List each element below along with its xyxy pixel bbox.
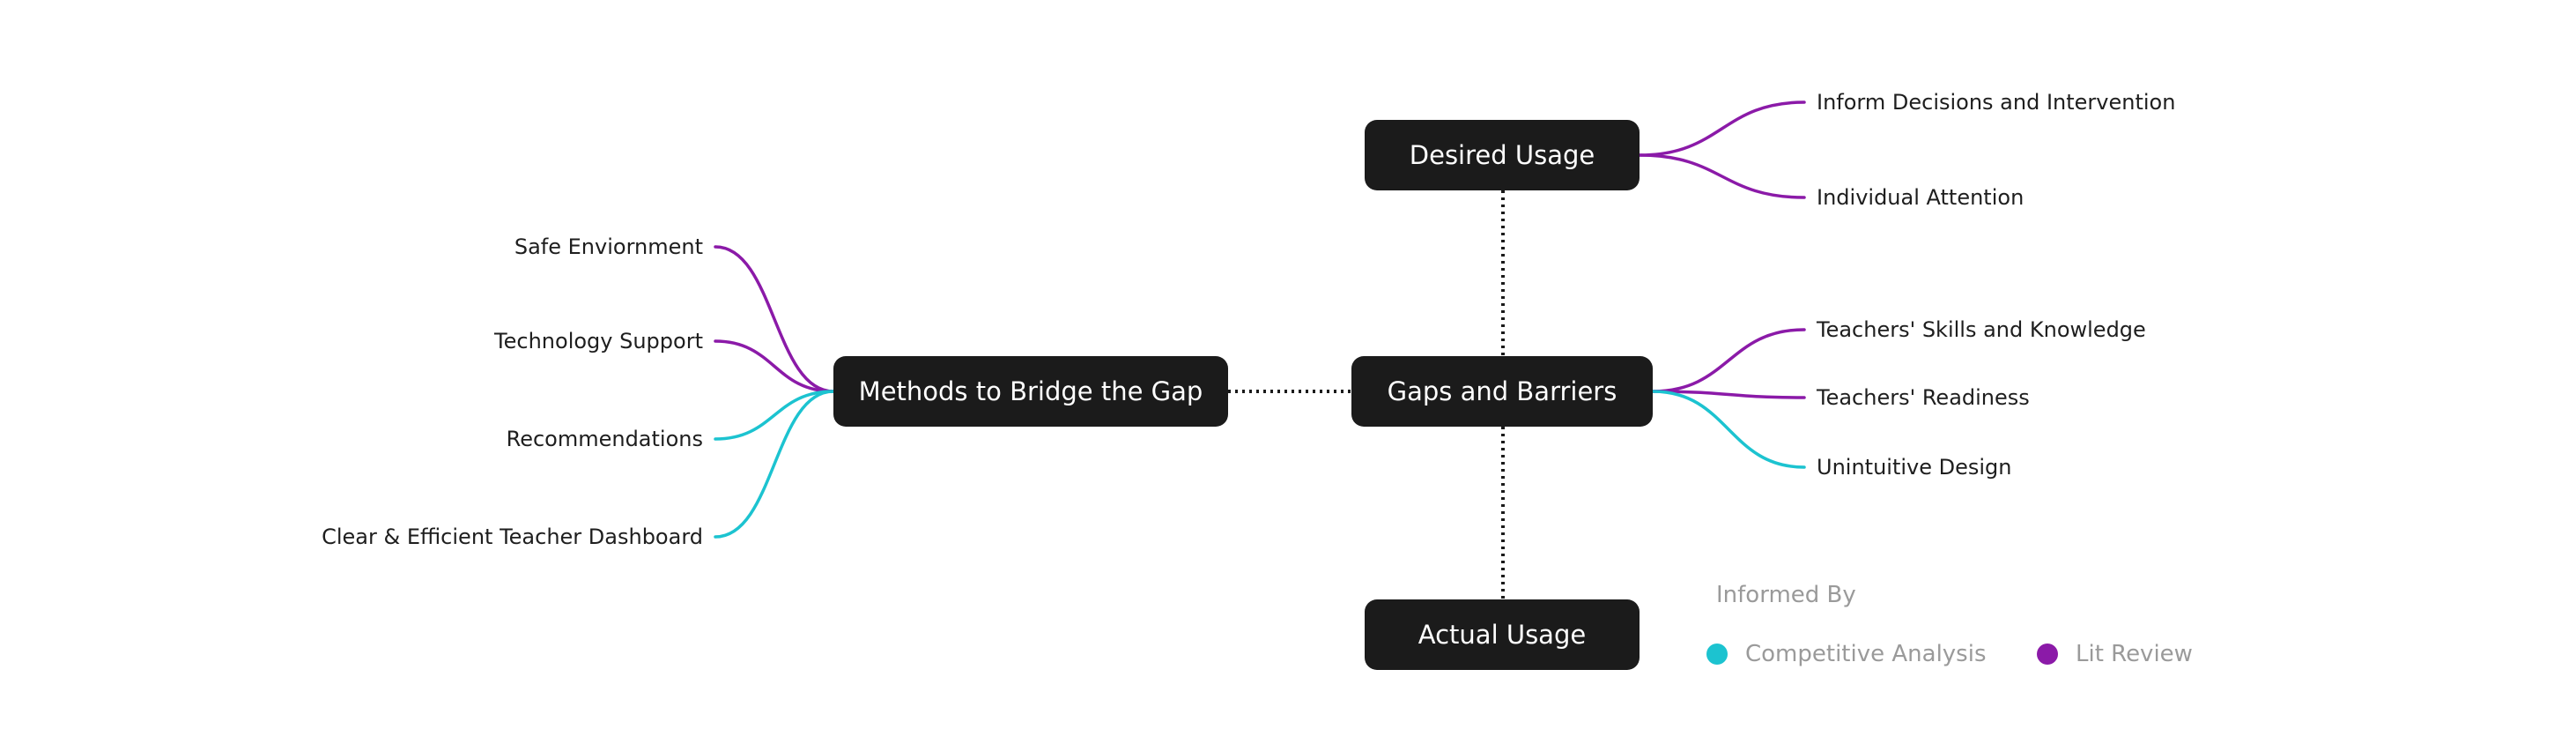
branch-curve-gaps-2 [1651, 390, 1806, 399]
connectors [1228, 190, 1505, 599]
branch-curves [714, 100, 1806, 539]
legend-label-competitive: Competitive Analysis [1745, 641, 1987, 667]
branch-curve-desired-2 [1638, 153, 1806, 199]
branch-curve-desired-1 [1638, 100, 1806, 157]
desired-branch-2[interactable]: Individual Attention [1817, 185, 2025, 210]
node-gaps-and-barriers[interactable]: Gaps and Barriers [1351, 356, 1653, 427]
branch-curve-methods-3 [714, 390, 835, 441]
node-gaps-and-barriers-label: Gaps and Barriers [1387, 376, 1617, 406]
gaps-branch-2[interactable]: Teachers' Readiness [1817, 385, 2030, 410]
branch-curve-methods-4 [714, 390, 835, 539]
node-desired-usage[interactable]: Desired Usage [1365, 120, 1640, 190]
methods-branch-3[interactable]: Recommendations [506, 427, 703, 451]
legend-item-competitive: Competitive Analysis [1706, 636, 1987, 672]
branch-curve-methods-2 [714, 339, 835, 393]
node-actual-usage-label: Actual Usage [1418, 620, 1587, 650]
legend-label-lit: Lit Review [2076, 641, 2193, 667]
methods-branch-1[interactable]: Safe Enviornment [514, 234, 703, 259]
legend-dot-lit [2037, 644, 2058, 665]
branch-curve-gaps-1 [1651, 328, 1806, 393]
legend-item-lit: Lit Review [2037, 636, 2193, 672]
gaps-branch-1[interactable]: Teachers' Skills and Knowledge [1817, 317, 2146, 342]
node-methods-label: Methods to Bridge the Gap [858, 376, 1203, 406]
desired-branch-1[interactable]: Inform Decisions and Intervention [1817, 90, 2176, 115]
branch-curve-gaps-3 [1651, 390, 1806, 469]
methods-branch-4[interactable]: Clear & Efficient Teacher Dashboard [322, 525, 703, 549]
legend-dot-competitive [1706, 644, 1728, 665]
legend-title: Informed By [1716, 582, 1856, 608]
branch-curve-methods-1 [714, 245, 835, 393]
methods-branch-2[interactable]: Technology Support [494, 329, 703, 353]
node-methods-to-bridge-the-gap[interactable]: Methods to Bridge the Gap [833, 356, 1228, 427]
node-desired-usage-label: Desired Usage [1409, 140, 1595, 170]
node-actual-usage[interactable]: Actual Usage [1365, 599, 1640, 670]
gaps-branch-3[interactable]: Unintuitive Design [1817, 455, 2012, 480]
